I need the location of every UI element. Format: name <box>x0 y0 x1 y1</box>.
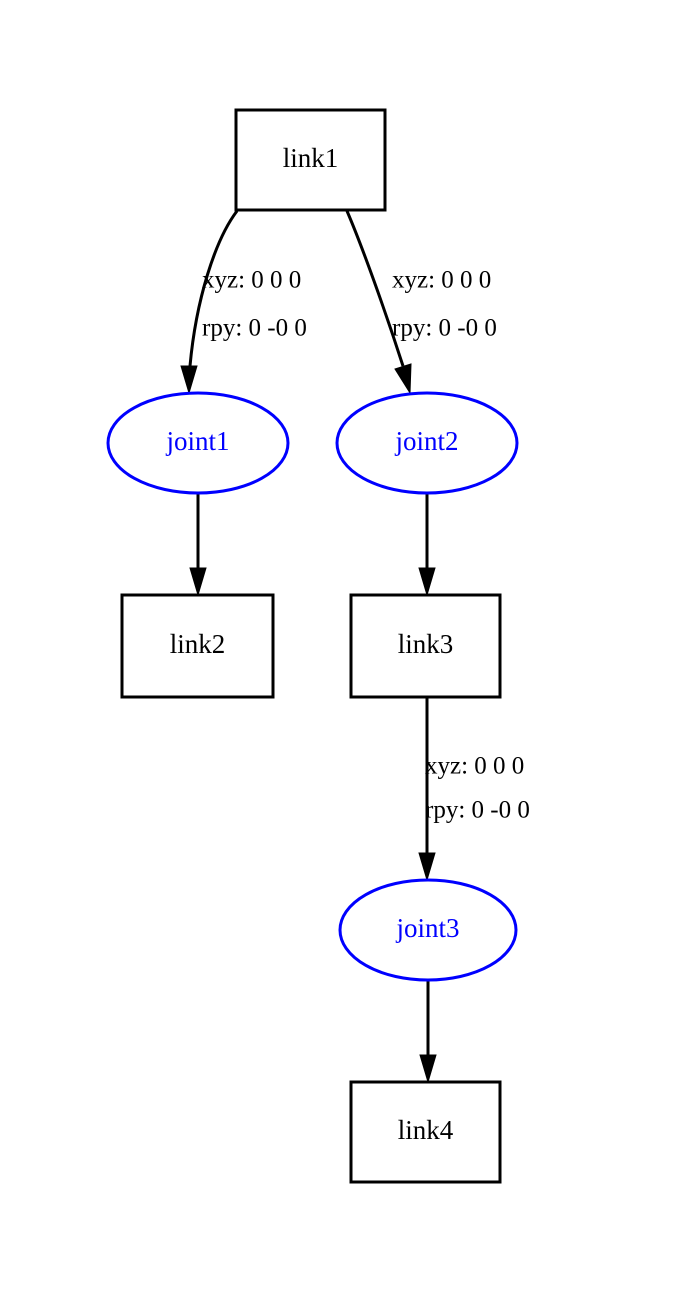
node-link2-label: link2 <box>170 629 226 659</box>
edge-label-link1-joint1-rpy: rpy: 0 -0 0 <box>202 315 307 342</box>
edge-joint1-link2 <box>189 493 207 597</box>
node-link1-label: link1 <box>283 143 339 173</box>
edge-joint2-link3 <box>418 493 436 597</box>
node-link3-label: link3 <box>398 629 454 659</box>
edge-label-link1-joint1-xyz: xyz: 0 0 0 <box>202 267 301 294</box>
edge-joint3-link4 <box>419 980 437 1084</box>
node-link1[interactable]: link1 <box>234 108 387 212</box>
edge-link1-joint2 <box>345 210 412 395</box>
node-joint2-ellipse[interactable] <box>335 391 519 495</box>
edge-link1-joint1-arrowhead <box>180 365 198 395</box>
node-link4[interactable]: link4 <box>349 1080 502 1184</box>
node-joint3-ellipse[interactable] <box>338 878 518 982</box>
edge-joint3-link4-arrowhead <box>419 1054 437 1084</box>
edge-link3-joint3-arrowhead <box>418 852 436 882</box>
edge-link3-joint3 <box>418 698 436 882</box>
edge-label-link1-joint2-xyz: xyz: 0 0 0 <box>392 267 491 294</box>
edge-joint1-link2-arrowhead <box>189 567 207 597</box>
node-joint3-label: joint3 <box>395 913 459 943</box>
edge-link1-joint2-arrowhead <box>394 363 412 395</box>
edge-joint2-link3-arrowhead <box>418 567 436 597</box>
edge-link1-joint2-path <box>345 210 405 367</box>
node-link1-box[interactable] <box>234 108 387 212</box>
node-link2[interactable]: link2 <box>120 593 275 699</box>
edge-link1-joint1-path <box>188 210 239 367</box>
node-joint1[interactable]: joint1 <box>106 391 290 495</box>
node-joint2-label: joint2 <box>394 426 458 456</box>
edge-label-link3-joint3-xyz: xyz: 0 0 0 <box>425 753 524 780</box>
node-joint1-ellipse[interactable] <box>106 391 290 495</box>
edge-label-link3-joint3-rpy: rpy: 0 -0 0 <box>425 797 530 824</box>
edge-link1-joint1 <box>180 210 239 395</box>
node-link4-box[interactable] <box>349 1080 502 1184</box>
node-link3-box[interactable] <box>349 593 502 699</box>
node-joint2[interactable]: joint2 <box>335 391 519 495</box>
node-joint3[interactable]: joint3 <box>338 878 518 982</box>
node-joint1-label: joint1 <box>165 426 229 456</box>
node-link2-box[interactable] <box>120 593 275 699</box>
node-link3[interactable]: link3 <box>349 593 502 699</box>
node-link4-label: link4 <box>398 1115 454 1145</box>
edge-label-link1-joint2-rpy: rpy: 0 -0 0 <box>392 315 497 342</box>
